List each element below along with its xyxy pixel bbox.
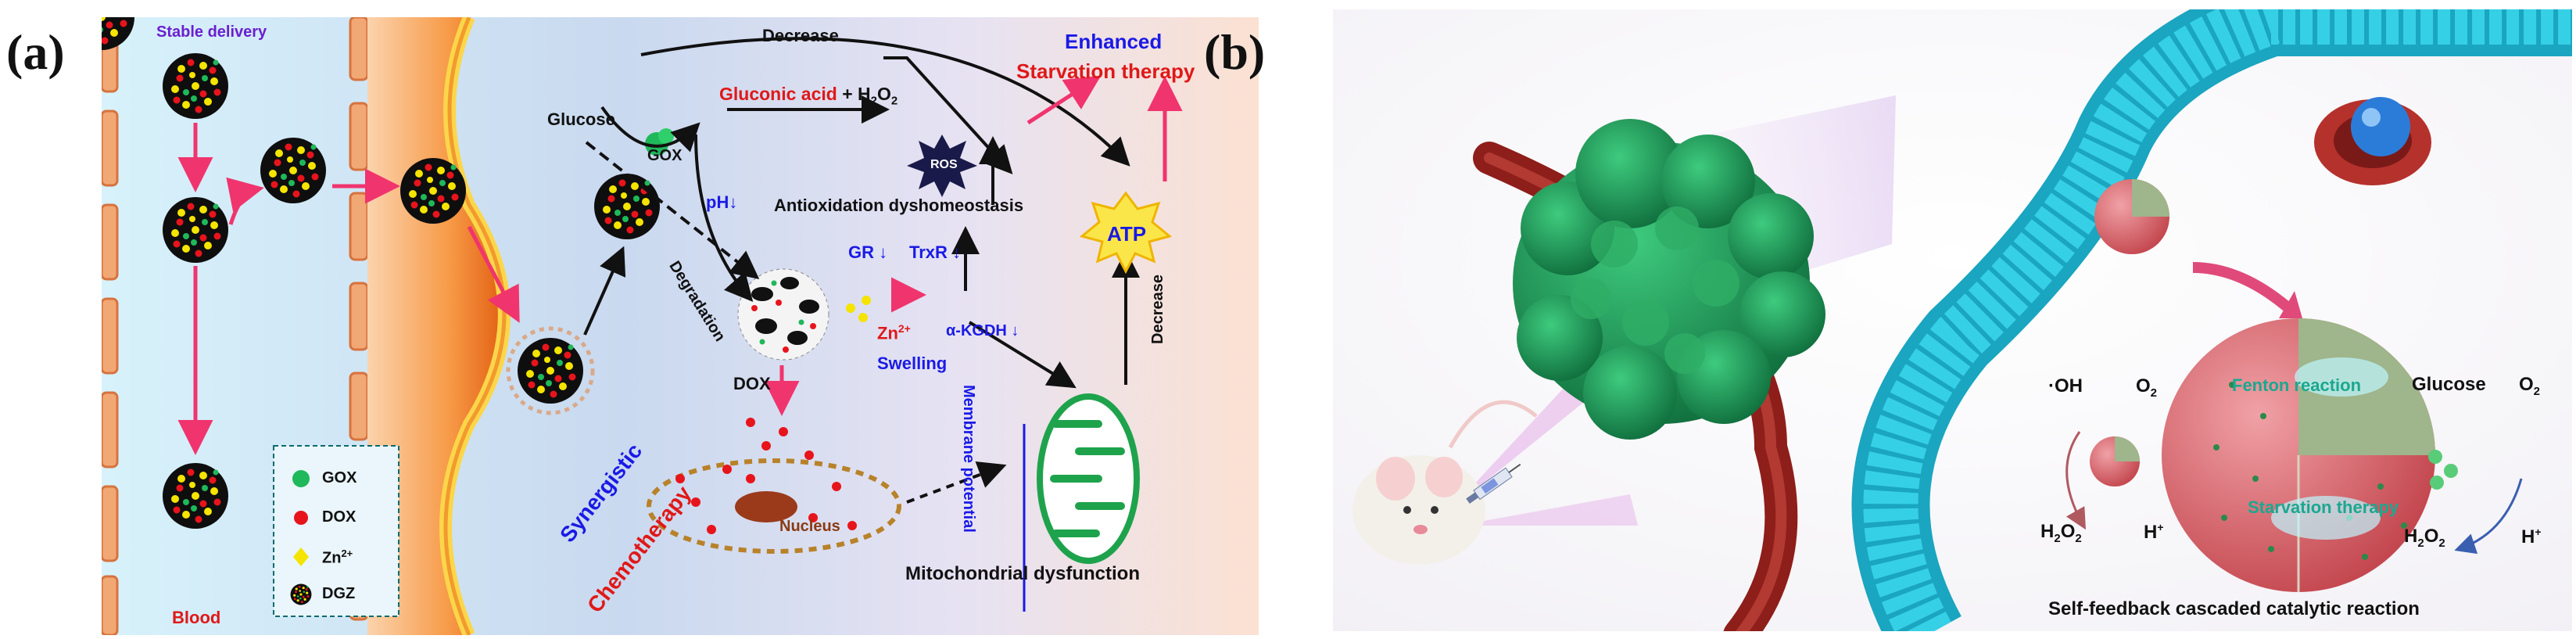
membrane-potential-label: Membrane potential [960,385,977,533]
legend-dgz: DGZ [322,585,356,602]
panel-a-figure [102,17,1259,635]
antioxidation-label: Antioxidation dyshomeostasis [774,196,1024,215]
starvation-therapy-label: Starvation therapy [1016,59,1195,83]
h-plus-left-label: H+ [2144,521,2164,543]
legend-dox: DOX [322,508,356,526]
o2-left-label: O2 [2136,375,2158,400]
glucose-label: Glucose [547,109,615,129]
panel-b-figure [1333,9,2572,631]
h-plus-right-label: H+ [2521,526,2542,547]
glucose-right-label: Glucose [2412,374,2486,395]
nucleus-label: Nucleus [779,518,840,535]
ph-down-label: pH↓ [706,192,738,212]
fenton-label: Fenton reaction [2232,375,2362,395]
trxr-label: TrxR ↓ [909,242,962,262]
starvation-label: Starvation therapy [2248,497,2399,517]
caption-label: Self-feedback cascaded catalytic reactio… [2048,598,2420,619]
gluconic-acid-label: Gluconic acid + H2O2 [719,84,897,108]
atp-label: ATP [1107,222,1147,246]
oh-label: ·OH [2048,375,2083,397]
mito-dysfunction-label: Mitochondrial dysfunction [905,563,1140,584]
blood-label: Blood [172,608,221,627]
legend-zn: Zn2+ [322,547,353,567]
zn-label: Zn2+ [877,322,911,343]
h2o2-text: + H2O2 [842,84,898,108]
h2o2-left-label: H2O2 [2040,521,2082,545]
enhanced-label: Enhanced [1065,30,1163,53]
gr-label: GR ↓ [848,242,888,262]
dox-label: DOX [733,374,771,393]
alpha-kgdh-label: α-KGDH ↓ [946,322,1019,339]
stable-delivery-label: Stable delivery [156,23,267,41]
h2o2-right-label: H2O2 [2404,526,2445,550]
decrease-right-label: Decrease [1149,275,1166,344]
panel-b-label: (b) [1204,24,1266,80]
gluconic-acid-text: Gluconic acid [719,84,837,104]
swelling-label: Swelling [877,354,948,373]
gox-enzyme-label: GOX [647,147,683,164]
o2-right-label: O2 [2519,374,2541,398]
ros-label: ROS [930,158,958,171]
legend-gox: GOX [322,469,357,486]
panel-a-label: (a) [6,24,65,80]
decrease-top-label: Decrease [762,26,839,45]
